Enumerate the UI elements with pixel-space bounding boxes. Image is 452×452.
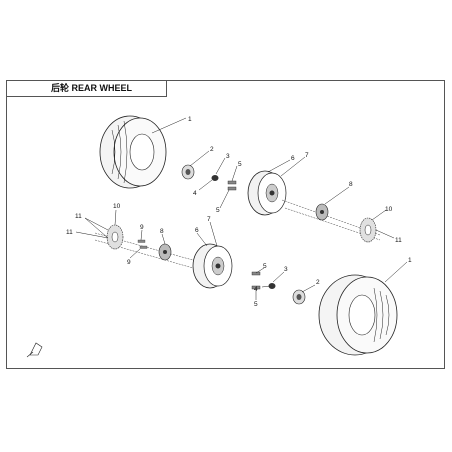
bolts-left	[137, 239, 148, 249]
callout-nut-upper: 3	[226, 153, 230, 160]
callout-rim-upper-a: 6	[291, 155, 295, 162]
callout-hub-cap-upper: 2	[210, 146, 214, 153]
callout-bolts-left-b: 11	[66, 229, 73, 236]
callout-bolts-right: 11	[395, 237, 402, 244]
callout-rim-lower-b: 7	[207, 216, 211, 223]
callout-bolt-left-9b: 9	[127, 259, 131, 266]
callout-hub-right: 8	[349, 181, 353, 188]
studs-lower	[251, 271, 261, 290]
hub-left	[158, 243, 172, 261]
nut-lower	[268, 283, 276, 289]
hub-cap-upper	[181, 164, 195, 180]
callout-washer-lower: 4	[254, 286, 258, 293]
hub-right	[315, 203, 329, 221]
leader-lines	[75, 117, 408, 300]
callout-rim-upper-b: 7	[305, 152, 309, 159]
callout-brake-disc-right: 10	[385, 206, 393, 213]
callout-hub-cap-lower: 2	[316, 279, 320, 286]
callout-tire-upper: 1	[188, 116, 192, 123]
tire-lower	[318, 274, 398, 356]
callout-bolt-left-9a: 9	[140, 224, 144, 231]
callout-hub-left: 8	[160, 228, 164, 235]
orientation-arrow-icon	[26, 342, 43, 358]
rim-lower	[192, 243, 233, 289]
tire-upper	[99, 115, 167, 189]
callout-bolts-left-a: 11	[75, 213, 82, 220]
callout-rim-lower-a: 6	[195, 227, 199, 234]
callout-brake-disc-left: 10	[113, 203, 121, 210]
callout-nut-lower: 3	[284, 266, 288, 273]
diagram-title: 后轮 REAR WHEEL	[7, 81, 167, 97]
callout-tire-lower: 1	[408, 257, 412, 264]
hub-cap-lower	[292, 289, 306, 305]
brake-disc-left	[106, 224, 124, 250]
brake-disc-right	[359, 217, 377, 243]
rim-upper	[247, 170, 287, 216]
callout-stud-lower-a: 5	[263, 263, 267, 270]
callout-stud-upper-b: 5	[216, 207, 220, 214]
nut-upper	[211, 175, 219, 181]
studs-upper	[227, 180, 237, 191]
callout-stud-upper-a: 5	[238, 161, 242, 168]
callout-washer-upper: 4	[193, 190, 197, 197]
callout-stud-lower-b: 5	[254, 301, 258, 308]
